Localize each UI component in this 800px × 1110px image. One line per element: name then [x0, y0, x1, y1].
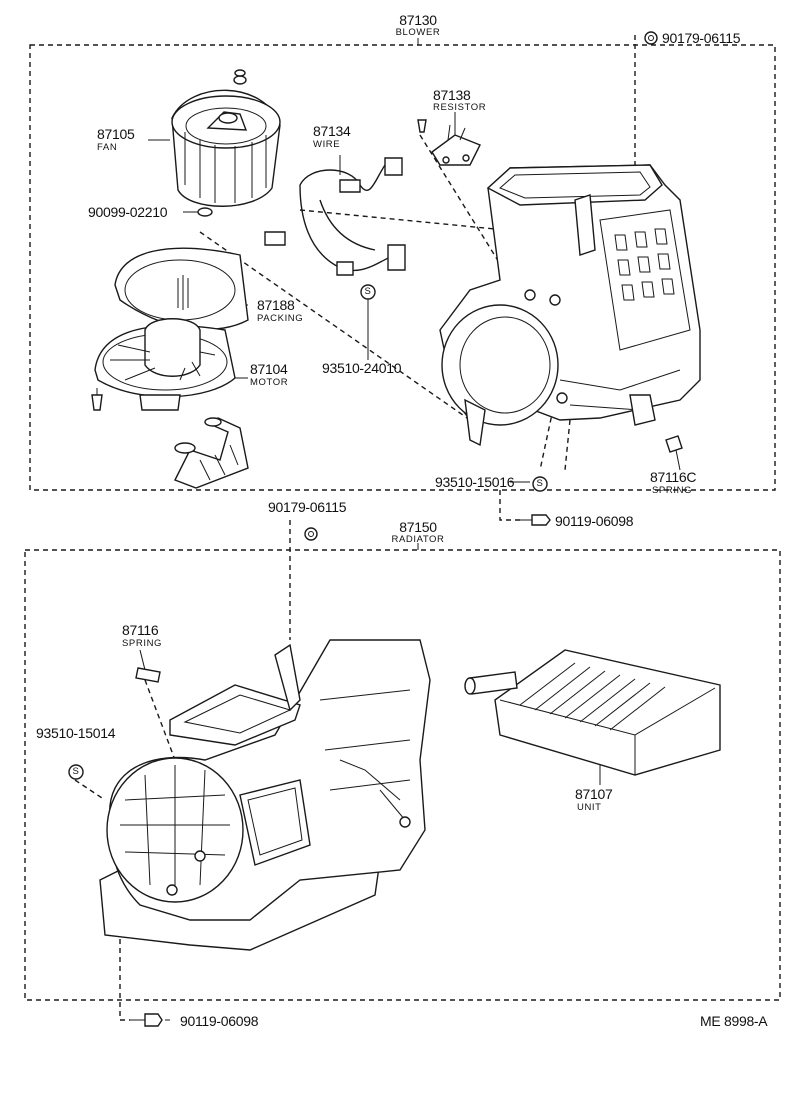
spring-c-part-name: SPRING: [652, 485, 693, 496]
resistor-part-name: RESISTOR: [433, 102, 487, 113]
motor-drawing: [94, 318, 236, 411]
resistor-drawing: [431, 124, 481, 166]
spring-part-name: SPRING: [122, 638, 163, 649]
clip-symbol: S: [536, 478, 544, 489]
clip-symbol: S: [72, 766, 80, 777]
clip-icon: [360, 284, 376, 300]
screw-icon: [417, 119, 427, 133]
packing-part-name: PACKING: [257, 313, 304, 324]
resistor-part-number: 87138: [433, 87, 471, 103]
fan-drawing: [171, 89, 281, 207]
spring-c-part-number: 87116C: [650, 469, 697, 485]
blower-part-number: 87130: [399, 12, 437, 28]
bolt-part-number-bottom: 90119-06098: [180, 1013, 259, 1029]
screw-icon: [644, 31, 658, 45]
leader-lines: [74, 35, 681, 1021]
unit-part-name: UNIT: [577, 802, 602, 813]
blower-group-border: [29, 44, 776, 491]
screw-icon: [304, 527, 318, 541]
fan-part-number: 87105: [97, 126, 135, 142]
clip-symbol: S: [364, 286, 372, 297]
diagram-reference-code: ME 8998-A: [700, 1013, 768, 1029]
unit-part-number: 87107: [575, 786, 613, 802]
radiator-part-name: RADIATOR: [391, 534, 445, 545]
packing-drawing: [114, 247, 249, 331]
screw-part-number-top: 90179-06115: [662, 30, 741, 46]
heater-core-drawing: [464, 649, 721, 776]
bolt-icon: [130, 1013, 163, 1027]
clip-part-number-24010: 93510-24010: [322, 360, 402, 376]
clip-icon: [68, 764, 84, 780]
duct-hose-drawing: [174, 417, 249, 489]
spring-icon: [135, 667, 161, 683]
wire-part-name: WIRE: [313, 139, 341, 150]
radiator-group-border: [24, 549, 781, 1001]
radiator-housing-drawing: [99, 639, 431, 951]
clip-part-number-15016: 93510-15016: [435, 474, 515, 490]
motor-part-number: 87104: [250, 361, 288, 377]
wire-harness-drawing: [264, 157, 406, 276]
blower-part-name: BLOWER: [395, 27, 441, 38]
clip-icon: [532, 476, 548, 492]
bolt-icon: [520, 514, 551, 526]
motor-part-name: MOTOR: [250, 377, 289, 388]
washer-part-number: 90099-02210: [88, 204, 168, 220]
spring-c-icon: [665, 435, 683, 453]
wire-part-number: 87134: [313, 123, 351, 139]
packing-part-number: 87188: [257, 297, 295, 313]
radiator-part-number: 87150: [399, 519, 437, 535]
nut-icon: [233, 69, 247, 85]
screw-part-number-mid: 90179-06115: [268, 499, 347, 515]
bolt-part-number-mid: 90119-06098: [555, 513, 634, 529]
fan-part-name: FAN: [97, 142, 118, 153]
washer-icon: [197, 207, 213, 217]
spring-part-number: 87116: [122, 622, 159, 638]
blower-housing-drawing: [439, 164, 701, 447]
clip-part-number-15014: 93510-15014: [36, 725, 116, 741]
bolt-icon: [91, 388, 103, 411]
